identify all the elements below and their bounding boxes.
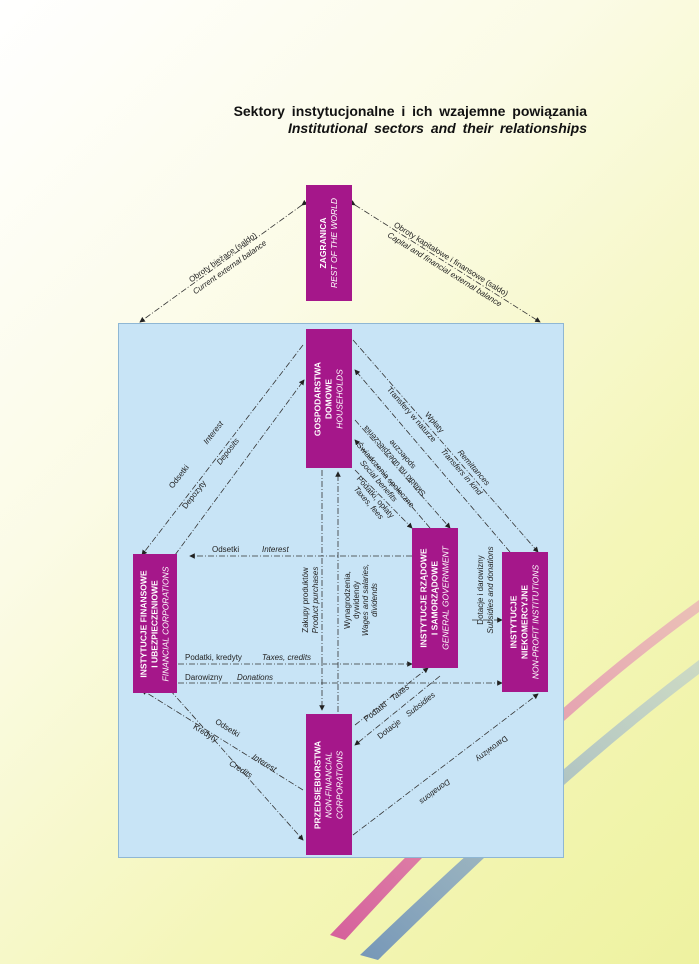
label-wages-en1: Wages and salaries, [361, 564, 370, 636]
connector-hh-gov-social [354, 419, 451, 529]
label-capital-balance-pl: Obroty kapitałowe i finansowe (saldo) [392, 220, 510, 298]
label-donations-fin-pl: Darowizny [185, 673, 222, 682]
connector-hh-gov-taxes [354, 469, 413, 529]
node-financial-pl1: INSTYTUCJE FINANSOWE [138, 569, 149, 678]
diagram-title: Sektory instytucjonalne i ich wzajemne p… [234, 103, 587, 136]
node-government-pl1: INSTYTUCJE RZĄDOWE [418, 548, 429, 648]
connector-row-left [139, 199, 308, 323]
label-donations-corp-en: Donations [418, 777, 452, 806]
connector-gov-hh-benefits [354, 439, 431, 529]
label-capital-balance-en: Capital and financial external balance [386, 230, 504, 308]
label-taxes-credits-en: Taxes, credits [262, 653, 311, 662]
label-wages-en2: dividends [370, 583, 379, 617]
label-wages-pl2: dywidendy [352, 581, 361, 619]
connector-corp-npi-donations [352, 693, 539, 836]
node-government-pl2: I SAMORZĄDOWE [429, 560, 440, 636]
connector-hh-npi-remit [352, 339, 539, 553]
node-rest-of-world-pl: ZAGRANICA [318, 217, 328, 269]
title-english: Institutional sectors and their relation… [287, 120, 587, 136]
connector-hh-fin-interest [141, 344, 304, 556]
label-interest-gov-pl: Odsetki [212, 545, 239, 554]
node-non-financial-corporations: PRZEDSIĘBIORSTWA NON-FINANCIAL CORPORATI… [306, 714, 352, 855]
label-taxes-credits-pl: Podatki, kredyty [185, 653, 242, 662]
connector-corp-gov-taxes [354, 667, 429, 726]
node-nonfinancial-en1: NON-FINANCIAL [323, 751, 334, 818]
label-interest-corp-en: Interest [251, 752, 279, 774]
node-non-profit-institutions: INSTYTUCJE NIEKOMERCYJNE NON-PROFIT INST… [502, 552, 548, 692]
label-purchases-pl: Zakupy produktów [301, 567, 310, 633]
label-deposits-en: Deposits [215, 436, 241, 466]
node-nonfinancial-pl: PRZEDSIĘBIORSTWA [312, 740, 323, 829]
label-wages-pl1: Wynagrodzenia, [343, 571, 352, 629]
label-subsidies-corp-en: Subsidies [404, 690, 437, 718]
node-rest-of-world-en: REST OF THE WORLD [329, 197, 339, 289]
label-subsidies-donations-en: Subsidies and donations [486, 546, 495, 633]
node-households-en: HOUSEHOLDS [334, 368, 345, 429]
node-financial-en: FINANCIAL CORPORATIONS [160, 566, 171, 681]
node-nonprofit-en: NON-PROFIT INSTITUTIONS [530, 564, 541, 680]
label-purchases-en: Product purchases [311, 567, 320, 634]
connector-gov-corp-subsidies [354, 675, 441, 746]
connector-hh-npi-kind [354, 369, 511, 553]
label-subsidies-corp-pl: Dotacje [376, 717, 403, 741]
label-taxes-corp-en: Taxes [389, 683, 411, 703]
label-donations-fin-en: Donations [237, 673, 273, 682]
connector-row-right [349, 200, 541, 323]
label-taxes-corp-pl: Podatki [362, 700, 389, 724]
connector-fin-corp-credits [169, 689, 304, 841]
title-polish: Sektory instytucjonalne i ich wzajemne p… [233, 103, 587, 119]
node-financial-pl2: I UBEZPIECZENIOWE [149, 579, 160, 668]
node-nonprofit-pl2: NIEKOMERCYJNE [519, 584, 530, 660]
label-interest-hh-en: Interest [202, 419, 226, 446]
node-financial-corporations: INSTYTUCJE FINANSOWE I UBEZPIECZENIOWE F… [133, 554, 177, 693]
node-nonfinancial-en2: CORPORATIONS [334, 750, 345, 819]
label-subsidies-donations-pl: Dotacje i darowizny [476, 555, 485, 624]
node-nonprofit-pl1: INSTYTUCJE [508, 595, 519, 649]
node-rest-of-world: ZAGRANICA REST OF THE WORLD [306, 185, 352, 301]
label-interest-hh-pl: Odsetki [167, 463, 191, 490]
node-households-pl1: GOSPODARSTWA [312, 361, 323, 436]
connector-corp-fin-interest [141, 689, 304, 791]
node-government-en: GENERAL GOVERNMENT [440, 546, 451, 650]
label-credits-en: Credits [228, 759, 254, 780]
node-general-government: INSTYTUCJE RZĄDOWE I SAMORZĄDOWE GENERAL… [412, 528, 458, 668]
label-interest-gov-en: Interest [262, 545, 289, 554]
node-households-pl2: DOMOWE [323, 378, 334, 419]
connector-hh-fin-deposits [174, 379, 305, 556]
label-deposits-pl: Depozyty [180, 479, 208, 511]
node-households: GOSPODARSTWA DOMOWE HOUSEHOLDS [306, 329, 352, 468]
